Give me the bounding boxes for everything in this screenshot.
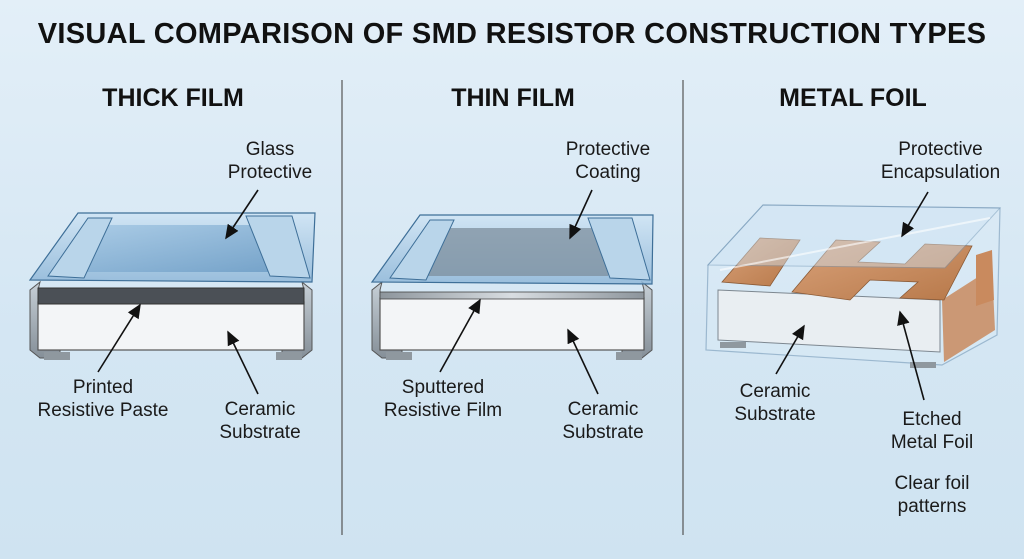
label-line: Ceramic xyxy=(224,399,296,420)
label-line: Substrate xyxy=(562,422,644,443)
label-line: Metal Foil xyxy=(890,432,974,453)
label-line: Ceramic xyxy=(567,399,639,420)
label-line: Protective xyxy=(898,139,983,160)
label-line: Clear foil xyxy=(894,473,970,494)
thick-film-resistor xyxy=(28,189,316,395)
label-printed-resistive-paste: Printed Resistive Paste xyxy=(28,376,178,422)
heading-metal-foil: METAL FOIL xyxy=(779,84,927,112)
label-line: Ceramic xyxy=(739,381,811,402)
page-title: VISUAL COMPARISON OF SMD RESISTOR CONSTR… xyxy=(37,18,987,50)
label-ceramic-substrate-foil: Ceramic Substrate xyxy=(720,380,830,426)
label-clear-foil-patterns: Clear foil patterns xyxy=(872,472,992,518)
label-line: Resistive Paste xyxy=(37,400,169,421)
label-ceramic-substrate-thin: Ceramic Substrate xyxy=(548,398,658,444)
label-sputtered-resistive-film: Sputtered Resistive Film xyxy=(368,376,518,422)
label-line: Sputtered xyxy=(401,377,485,398)
label-line: patterns xyxy=(897,496,967,517)
label-glass-protective: Glass Protective xyxy=(210,138,330,184)
label-protective-encapsulation: Protective Encapsulation xyxy=(868,138,1013,184)
label-line: Protective xyxy=(227,162,313,183)
label-line: Glass xyxy=(245,139,295,160)
label-line: Etched xyxy=(902,409,962,430)
metal-foil-resistor xyxy=(705,191,1002,401)
label-protective-coating: Protective Coating xyxy=(548,138,668,184)
thin-film-resistor xyxy=(370,189,654,395)
label-line: Coating xyxy=(575,162,641,183)
label-line: Substrate xyxy=(734,404,816,425)
label-line: Encapsulation xyxy=(880,162,1001,183)
label-line: Resistive Film xyxy=(383,400,503,421)
heading-thin-film: THIN FILM xyxy=(451,84,575,112)
label-line: Printed xyxy=(72,377,134,398)
heading-thick-film: THICK FILM xyxy=(102,84,244,112)
label-etched-metal-foil: Etched Metal Foil xyxy=(872,408,992,454)
label-ceramic-substrate-thick: Ceramic Substrate xyxy=(205,398,315,444)
label-line: Substrate xyxy=(219,422,301,443)
label-line: Protective xyxy=(565,139,651,160)
